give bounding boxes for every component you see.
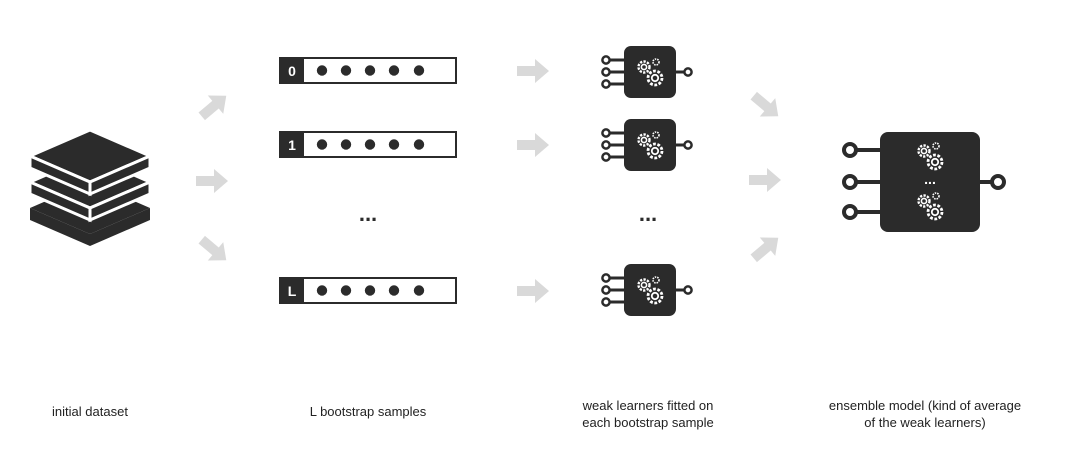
layers-stack-icon: [26, 128, 154, 246]
bootstrap-sample-1: 1: [279, 131, 457, 158]
arrow-learner-L-to-ensemble: [746, 228, 786, 268]
bootstrap-sample-L: L: [279, 277, 457, 304]
caption-initial-dataset-text: initial dataset: [52, 404, 128, 419]
caption-bootstrap-samples: L bootstrap samples: [280, 403, 456, 420]
weak-learner-1: [601, 119, 693, 171]
arrow-dataset-to-sample-L: [194, 230, 234, 270]
arrow-sample-0-to-learner: [517, 59, 549, 83]
arrow-dataset-to-sample-0: [194, 86, 234, 126]
caption-ensemble-model-line1: ensemble model (kind of average: [828, 398, 1022, 413]
sample-index-label: 1: [288, 137, 296, 153]
arrow-sample-L-to-learner: [517, 279, 549, 303]
learners-ellipsis: ...: [639, 201, 657, 226]
bootstrap-sample-0: 0: [279, 57, 457, 84]
arrow-dataset-to-sample-1: [196, 169, 228, 193]
sample-index-label: L: [288, 283, 297, 299]
caption-weak-learners-line2: each bootstrap sample: [582, 415, 714, 430]
gears-chip-icon: [842, 132, 1006, 232]
weak-learner-0: [601, 46, 693, 98]
ensemble-model: ...: [842, 132, 1006, 232]
caption-ensemble-model: ensemble model (kind of average of the w…: [800, 397, 1050, 431]
arrow-sample-1-to-learner: [517, 133, 549, 157]
gears-chip-icon: [601, 46, 693, 98]
gears-chip-icon: [601, 264, 693, 316]
caption-weak-learners-line1: weak learners fitted on: [582, 398, 714, 413]
arrow-learner-1-to-ensemble: [749, 168, 781, 192]
caption-initial-dataset: initial dataset: [20, 403, 160, 420]
weak-learner-L: [601, 264, 693, 316]
caption-bootstrap-samples-text: L bootstrap samples: [309, 404, 427, 419]
sample-index-label: 0: [288, 63, 296, 79]
ensemble-inner-ellipsis: ...: [924, 171, 936, 187]
gears-chip-icon: [601, 119, 693, 171]
bootstrap-ellipsis: ...: [359, 201, 377, 226]
caption-weak-learners: weak learners fitted on each bootstrap s…: [548, 397, 748, 431]
arrow-learner-0-to-ensemble: [746, 86, 786, 126]
caption-ensemble-model-line2: of the weak learners): [864, 415, 986, 430]
